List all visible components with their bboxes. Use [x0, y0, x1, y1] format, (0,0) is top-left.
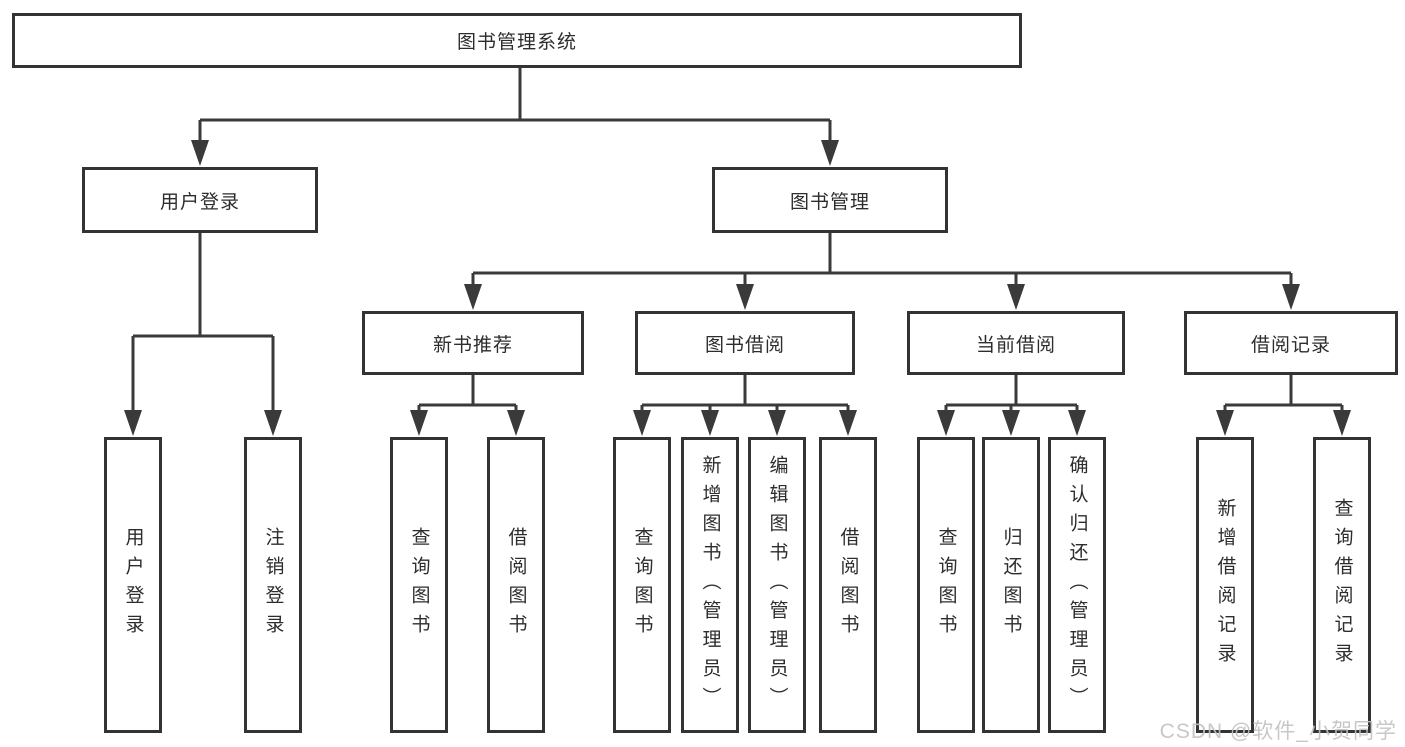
- node-borrow-records-label: 借阅记录: [1250, 334, 1331, 356]
- node-book-management: 图书管理: [712, 167, 948, 233]
- leaf-query-books-recommend: 查询图书: [390, 437, 448, 733]
- leaf-confirm-return-admin: 确认归还（管理员）: [1048, 437, 1106, 733]
- leaf-borrow-books-recommend: 借阅图书: [487, 437, 545, 733]
- leaf-add-books-admin-label: 新增图书（管理员）: [699, 454, 721, 716]
- node-root-label: 图书管理系统: [456, 32, 577, 53]
- leaf-query-books-borrowing: 查询图书: [613, 437, 671, 733]
- leaf-user-login-label: 用户登录: [122, 527, 144, 643]
- node-current-borrowing: 当前借阅: [907, 311, 1125, 375]
- node-current-borrowing-label: 当前借阅: [975, 334, 1056, 356]
- leaf-return-books-label: 归还图书: [1000, 527, 1022, 643]
- leaf-add-borrow-record-label: 新增借阅记录: [1214, 498, 1236, 672]
- leaf-edit-books-admin-label: 编辑图书（管理员）: [766, 454, 788, 716]
- node-new-book-recommend-label: 新书推荐: [432, 334, 513, 356]
- node-book-management-label: 图书管理: [789, 191, 870, 213]
- leaf-user-login: 用户登录: [104, 437, 162, 733]
- leaf-logout: 注销登录: [244, 437, 302, 733]
- node-user-login: 用户登录: [82, 167, 318, 233]
- leaf-edit-books-admin: 编辑图书（管理员）: [748, 437, 806, 733]
- leaf-add-books-admin: 新增图书（管理员）: [681, 437, 739, 733]
- node-new-book-recommend: 新书推荐: [362, 311, 584, 375]
- leaf-borrow-books-recommend-label: 借阅图书: [505, 527, 527, 643]
- leaf-return-books: 归还图书: [982, 437, 1040, 733]
- leaf-query-books-current-label: 查询图书: [935, 527, 957, 643]
- node-root: 图书管理系统: [12, 13, 1022, 68]
- leaf-query-books-recommend-label: 查询图书: [408, 527, 430, 643]
- leaf-query-books-current: 查询图书: [917, 437, 975, 733]
- leaf-query-borrow-record-label: 查询借阅记录: [1331, 498, 1353, 672]
- leaf-query-borrow-record: 查询借阅记录: [1313, 437, 1371, 733]
- node-book-borrowing: 图书借阅: [635, 311, 855, 375]
- leaf-borrow-books: 借阅图书: [819, 437, 877, 733]
- leaf-borrow-books-label: 借阅图书: [837, 527, 859, 643]
- leaf-confirm-return-admin-label: 确认归还（管理员）: [1066, 454, 1088, 716]
- leaf-add-borrow-record: 新增借阅记录: [1196, 437, 1254, 733]
- leaf-query-books-borrowing-label: 查询图书: [631, 527, 653, 643]
- csdn-watermark: CSDN @软件_小贺同学: [1159, 720, 1397, 743]
- node-user-login-label: 用户登录: [159, 191, 240, 213]
- node-book-borrowing-label: 图书借阅: [704, 334, 785, 356]
- node-borrow-records: 借阅记录: [1184, 311, 1398, 375]
- leaf-logout-label: 注销登录: [262, 527, 284, 643]
